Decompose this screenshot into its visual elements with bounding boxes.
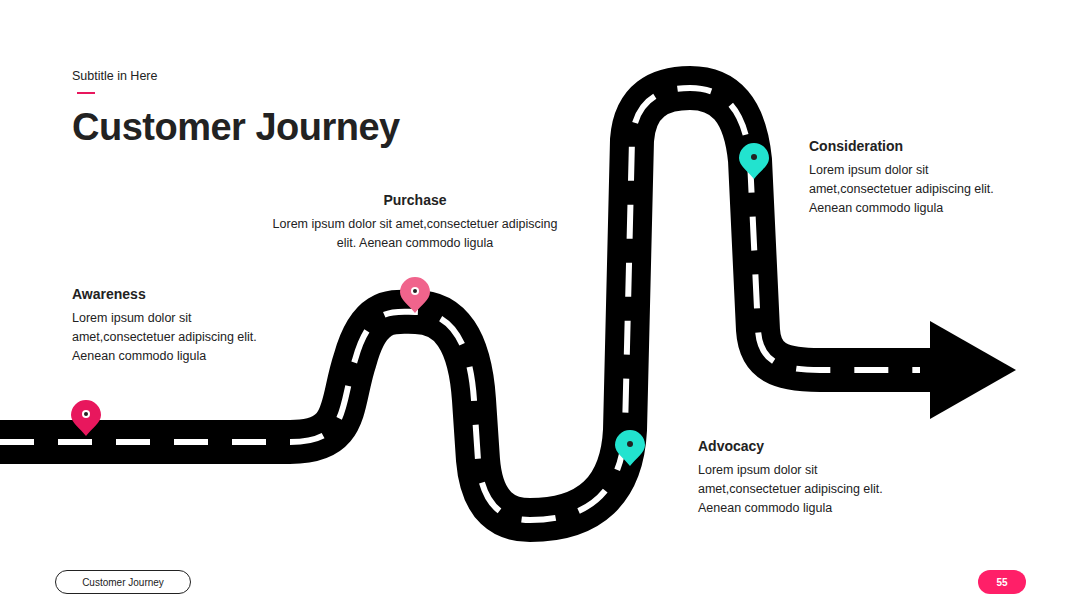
stage-heading: Awareness	[72, 285, 282, 303]
stage-heading: Consideration	[809, 137, 1019, 155]
page-number: 55	[996, 577, 1007, 588]
stage-description: Lorem ipsum dolor sit amet,consectetuer …	[698, 461, 908, 518]
subtitle: Subtitle in Here	[72, 69, 157, 83]
road-arrowhead	[930, 321, 1016, 419]
footer-text: Customer Journey	[82, 577, 164, 588]
map-pin	[71, 400, 101, 436]
road	[0, 88, 940, 520]
page-number-pill: 55	[978, 570, 1026, 594]
stage-heading: Advocacy	[698, 437, 908, 455]
road-markings	[0, 88, 920, 520]
stage-description: Lorem ipsum dolor sit amet,consectetuer …	[809, 161, 1019, 218]
map-pin	[400, 277, 430, 313]
journey-stage: AwarenessLorem ipsum dolor sit amet,cons…	[72, 285, 282, 366]
map-pin	[615, 430, 645, 466]
journey-stage: AdvocacyLorem ipsum dolor sit amet,conse…	[698, 437, 908, 518]
accent-line	[77, 92, 95, 94]
journey-stage: ConsiderationLorem ipsum dolor sit amet,…	[809, 137, 1019, 218]
stage-description: Lorem ipsum dolor sit amet,consectetuer …	[72, 309, 282, 366]
stage-description: Lorem ipsum dolor sit amet,consectetuer …	[262, 215, 568, 253]
journey-stage: PurchaseLorem ipsum dolor sit amet,conse…	[262, 191, 568, 253]
stage-heading: Purchase	[262, 191, 568, 209]
footer-pill: Customer Journey	[55, 570, 191, 594]
map-pin	[739, 143, 769, 179]
slide-title: Customer Journey	[72, 106, 400, 149]
